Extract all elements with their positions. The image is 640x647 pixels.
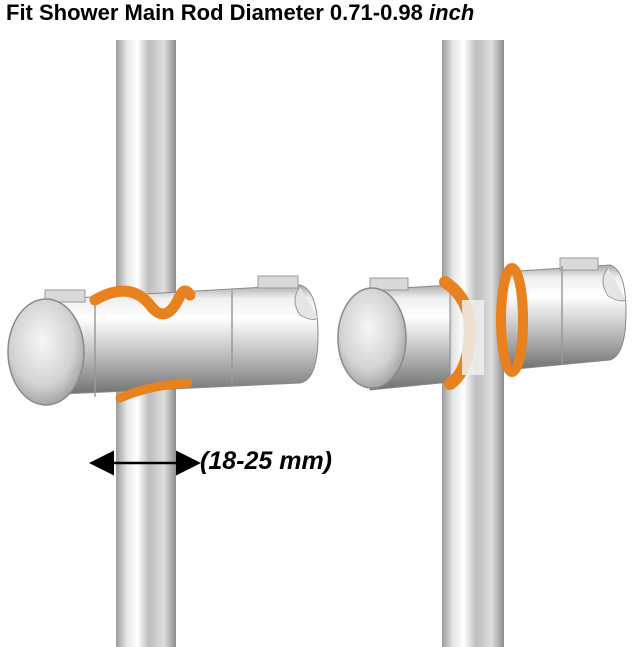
right-product [337,40,627,647]
left-rubber-strap-top [89,285,196,320]
left-end-cap [7,298,85,406]
title-unit: inch [429,0,475,25]
right-holder-right-part [496,257,627,377]
left-holder-body [39,275,319,397]
left-rubber-strap-bottom [115,378,193,403]
left-product [7,40,319,647]
product-title: Fit Shower Main Rod Diameter 0.71-0.98 i… [6,0,474,26]
right-rubber-ring-right [496,263,528,377]
rod-diameter-label: (18-25 mm) [200,447,332,475]
title-text: Fit Shower Main Rod Diameter 0.71-0.98 [6,0,423,25]
right-holder-left-part [337,276,484,391]
